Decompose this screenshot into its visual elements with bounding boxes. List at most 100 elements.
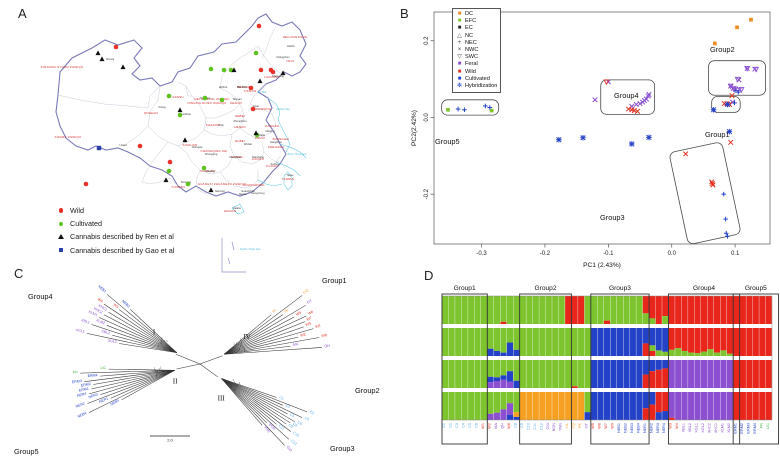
- admixture-bar-segment: [481, 296, 488, 324]
- tree-terminal-branch: [249, 403, 290, 440]
- province-label: FUJIAN: [266, 164, 278, 168]
- admixture-sample-label: C4: [462, 423, 466, 428]
- admixture-bar-segment: [707, 296, 714, 324]
- tree-internal-branch: [147, 327, 177, 353]
- tree-tip-label: MA: [293, 342, 299, 347]
- pca-point: [646, 134, 652, 141]
- admixture-bar-segment: [688, 352, 695, 356]
- tree-tip-label: W8: [321, 333, 327, 338]
- panel-a-map: A: [0, 0, 390, 278]
- city-label: Harbin: [287, 44, 295, 48]
- tree-terminal-branch: [264, 337, 320, 348]
- pca-point: [646, 91, 652, 98]
- city-label: Macao: [239, 192, 247, 196]
- admixture-bar-segment: [662, 360, 669, 369]
- admixture-bar-segment: [616, 328, 623, 356]
- pca-legend-label: Cultivated: [465, 75, 490, 82]
- admixture-bar-segment: [474, 296, 481, 324]
- tree-terminal-branch: [261, 328, 314, 344]
- cultivated-circle-icon: [55, 221, 67, 226]
- city-label: Xining: [158, 105, 166, 109]
- tree-support-value: 1: [235, 387, 237, 391]
- admixture-bar-segment: [694, 296, 701, 324]
- tree-internal-branch: [224, 346, 265, 355]
- admixture-bar-segment: [713, 296, 721, 324]
- admixture-bar-segment: [487, 348, 494, 356]
- tree-internal-branch: [224, 342, 258, 355]
- pca-point: [724, 101, 731, 108]
- tree-internal-branch: [224, 351, 266, 355]
- admixture-sample-label: PK: [578, 423, 582, 429]
- admixture-bar-segment: [713, 392, 721, 420]
- tree-terminal-branch: [244, 386, 277, 398]
- y-tick-label: 0.2: [424, 36, 430, 45]
- square-icon: ■: [457, 68, 462, 75]
- coastline-rivers: [231, 97, 307, 215]
- province-label: HUBEI: [235, 139, 245, 143]
- province-label: ANHUI: [255, 136, 265, 140]
- admixture-bar-segment: [649, 328, 656, 346]
- sea-label: South China Sea: [240, 247, 261, 251]
- admixture-bar-segment: [584, 296, 591, 324]
- map-outline: [55, 13, 307, 273]
- y-tick-label: 0.0: [424, 113, 430, 122]
- city-label: Changchun: [276, 55, 290, 59]
- admixture-bar-segment: [668, 360, 675, 388]
- province-label: GANSU: [172, 95, 184, 99]
- legend-label-wild: Wild: [70, 206, 84, 215]
- tree-tip-label: W2: [300, 332, 306, 337]
- admixture-sample-label: C2: [449, 423, 453, 428]
- province-label: SHAANXI: [206, 123, 220, 127]
- pca-legend-item: △NC: [455, 33, 497, 40]
- admixture-bar-segment: [578, 328, 585, 356]
- pca-point: [728, 139, 734, 146]
- admixture-sample-label: NER3: [656, 423, 660, 433]
- scale-bar-label: 2.0: [167, 438, 173, 443]
- tree-tip-label: ERM2: [81, 382, 92, 388]
- admixture-bar-segment: [642, 374, 649, 388]
- admixture-bar-segment: [623, 360, 630, 388]
- admixture-bar-segment: [642, 328, 649, 344]
- tree-support-value: 1: [241, 340, 243, 344]
- asterisk-icon: ✻: [456, 82, 463, 89]
- pca-point: [723, 230, 729, 236]
- legend-label-ren: Cannabis described by Ren et al: [70, 232, 174, 242]
- pca-legend-item: +NEC: [455, 40, 497, 47]
- tree-clade-label: IV: [243, 333, 251, 341]
- admixture-bar-segment: [662, 316, 669, 324]
- pca-point: [580, 135, 586, 141]
- admixture-sample-label: NEB2: [623, 423, 627, 433]
- tree-support-value: 1: [232, 378, 234, 382]
- pca-legend-label: Feral: [465, 61, 478, 68]
- tree-tip-label: C6: [297, 421, 303, 427]
- pca-legend-label: NC: [465, 32, 474, 39]
- admixture-sample-label: C3: [455, 423, 459, 428]
- admixture-bar-segment: [565, 296, 572, 324]
- admixture-bar-segment: [681, 350, 688, 356]
- tree-internal-branch: [224, 343, 262, 355]
- wild-site-marker: [167, 159, 173, 165]
- admixture-bar-segment: [539, 328, 546, 356]
- admixture-bar-segment: [642, 313, 649, 324]
- tree-terminal-branch: [240, 396, 267, 423]
- admixture-bar-segment: [636, 296, 643, 324]
- province-borders: [57, 25, 283, 195]
- tree-terminal-branch: [248, 397, 287, 425]
- admixture-bar-segment: [500, 375, 507, 380]
- admixture-bar-segment: [500, 321, 507, 324]
- pca-point: [730, 86, 737, 93]
- admixture-bar-segment: [513, 296, 520, 324]
- pca-legend: ■DC■EFC■EC△NC+NEC×NWC▽SWC■Feral■Wild■Cul…: [452, 8, 502, 94]
- admixture-bar-segment: [707, 360, 714, 388]
- pca-point: [727, 83, 734, 90]
- tree-internal-branch: [223, 333, 259, 355]
- tree-tip-label: C8: [292, 422, 298, 428]
- tree-tip-label: C9: [288, 423, 294, 429]
- admixture-bar-segment: [668, 392, 675, 418]
- admixture-bar-segment: [526, 296, 533, 324]
- admixture-bar-segment: [668, 349, 675, 356]
- tree-terminal-branch: [250, 396, 291, 424]
- admixture-bar-segment: [603, 328, 611, 356]
